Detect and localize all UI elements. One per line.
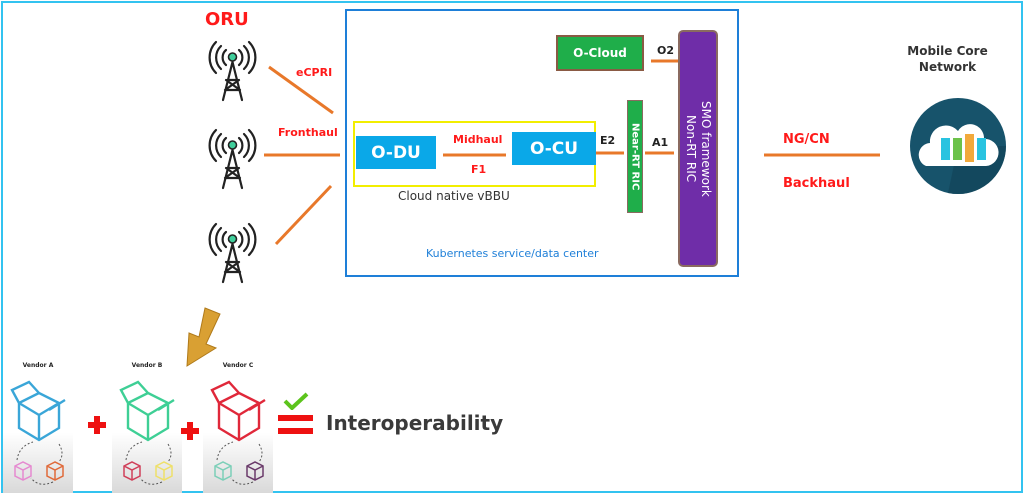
a1-label: A1 bbox=[652, 136, 669, 149]
mobile-core-line1: Mobile Core bbox=[907, 44, 988, 58]
f1-label: F1 bbox=[471, 163, 487, 176]
data-center-box bbox=[345, 9, 739, 277]
box-icon bbox=[210, 380, 266, 485]
mobile-core-line2: Network bbox=[918, 60, 977, 74]
vendor-card: Vendor A bbox=[3, 358, 73, 493]
radio-tower-icon bbox=[208, 128, 257, 190]
near-rt-ric-label: Near-RT RIC bbox=[629, 122, 641, 191]
mobile-core-title: Mobile Core Network bbox=[900, 43, 995, 75]
e2-label: E2 bbox=[600, 134, 616, 147]
oru-title: ORU bbox=[205, 9, 249, 30]
non-rt-ric-label: Non-RT RIC bbox=[684, 114, 698, 183]
vendor-card: Vendor B bbox=[112, 358, 182, 493]
data-center-label: Kubernetes service/data center bbox=[426, 247, 599, 260]
down-arrow-icon bbox=[186, 307, 221, 367]
fronthaul-link-lower bbox=[274, 184, 333, 246]
vendor-name: Vendor B bbox=[131, 362, 163, 369]
vendor-card: Vendor C bbox=[203, 358, 273, 493]
ecpri-label: eCPRI bbox=[296, 66, 333, 79]
box-icon bbox=[119, 380, 175, 485]
fronthaul-label: Fronthaul bbox=[278, 126, 338, 139]
box-icon bbox=[10, 380, 66, 485]
near-rt-ric-node: Near-RT RIC bbox=[627, 100, 643, 213]
o-du-node: O-DU bbox=[356, 136, 436, 169]
check-icon bbox=[283, 392, 309, 410]
vbbu-label: Cloud native vBBU bbox=[398, 189, 510, 203]
backhaul-label: Backhaul bbox=[783, 176, 850, 191]
o-cloud-node: O-Cloud bbox=[556, 35, 644, 71]
ng-cn-label: NG/CN bbox=[783, 132, 830, 147]
interoperability-label: Interoperability bbox=[326, 411, 504, 435]
equals-icon bbox=[278, 415, 313, 435]
o2-label: O2 bbox=[657, 44, 675, 57]
cloud-server-icon bbox=[910, 98, 1006, 195]
plus-icon bbox=[88, 416, 106, 434]
vendor-name: Vendor C bbox=[222, 362, 254, 369]
smo-label: SMO framework bbox=[699, 100, 713, 197]
plus-icon bbox=[181, 422, 199, 440]
vendor-name: Vendor A bbox=[22, 362, 54, 369]
o-cu-node: O-CU bbox=[512, 132, 596, 165]
ecpri-link bbox=[268, 65, 334, 115]
radio-tower-icon bbox=[208, 222, 257, 284]
midhaul-label: Midhaul bbox=[453, 133, 503, 146]
radio-tower-icon bbox=[208, 40, 257, 102]
